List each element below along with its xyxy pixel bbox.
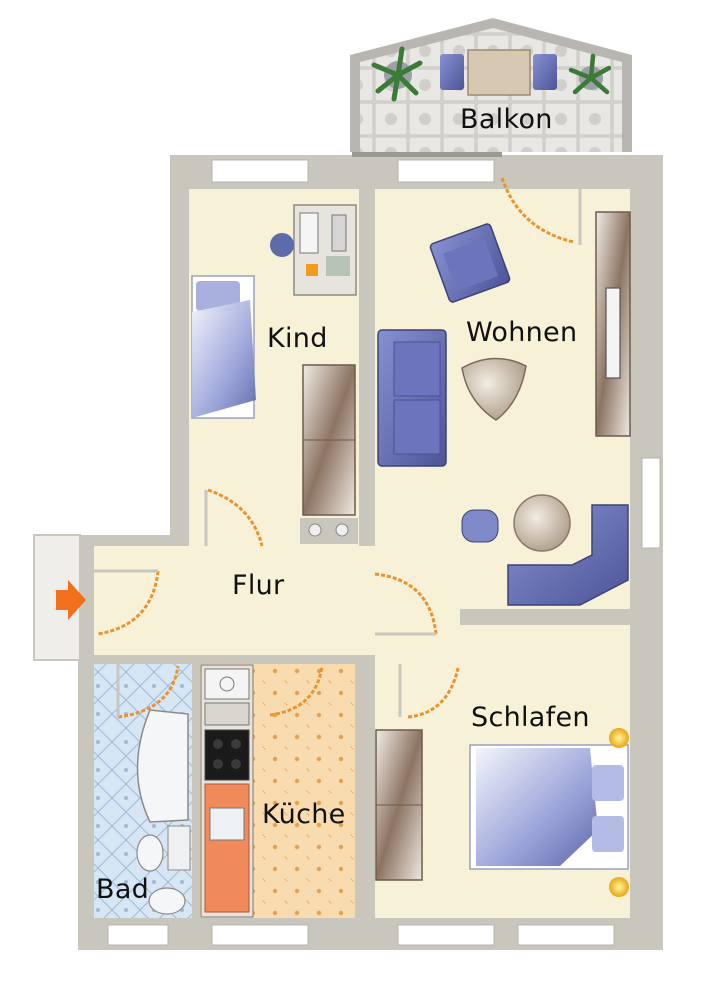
- armchair: [429, 223, 511, 303]
- coffee-table: [461, 357, 527, 421]
- sofa: [377, 329, 447, 467]
- room-label-bad: Bad: [96, 874, 150, 905]
- bed-single: [191, 275, 256, 419]
- toilet: [148, 887, 186, 915]
- flur-floor: [94, 546, 460, 655]
- wohnen-furniture: [377, 211, 631, 606]
- bed-double: [469, 744, 629, 870]
- wardrobe-schlafen: [375, 729, 423, 881]
- windows: [107, 152, 661, 946]
- stove: [204, 729, 250, 781]
- fridge: [204, 668, 250, 700]
- bathtub: [136, 709, 189, 823]
- room-label-kueche: Küche: [262, 799, 346, 830]
- room-label-schlafen: Schlafen: [471, 702, 590, 733]
- tv-cabinet: [595, 211, 631, 437]
- desk: [270, 204, 357, 296]
- room-label-flur: Flur: [232, 570, 285, 601]
- room-label-kind: Kind: [267, 323, 328, 354]
- kind-furniture: [191, 204, 358, 544]
- wardrobe-kind: [300, 364, 358, 544]
- door-leaves: [94, 178, 582, 717]
- kitchen-counter: [204, 783, 250, 913]
- doors: [97, 177, 575, 719]
- corner-sofa: [507, 504, 629, 606]
- balcony: [350, 18, 632, 152]
- plant-icon: [371, 46, 423, 102]
- plant-icon: [568, 53, 612, 95]
- schlafen-furniture: [375, 728, 629, 897]
- washbasin: [136, 834, 164, 872]
- sink: [209, 807, 245, 841]
- lamp-icon: [609, 728, 629, 748]
- room-label-balkon: Balkon: [460, 104, 553, 135]
- globe-icon: [270, 233, 294, 257]
- balcony-table: [467, 49, 531, 96]
- balcony-chair-right: [533, 54, 557, 90]
- interior-walls: [94, 189, 630, 918]
- lamp-icon: [609, 877, 629, 897]
- entrance: [33, 534, 86, 661]
- arrow-right-icon: [56, 580, 86, 620]
- bath-furniture: [136, 709, 191, 915]
- kitchen-furniture: [200, 664, 254, 918]
- dining-set: [461, 494, 571, 552]
- balcony-chair-left: [440, 54, 464, 90]
- room-label-wohnen: Wohnen: [466, 317, 578, 348]
